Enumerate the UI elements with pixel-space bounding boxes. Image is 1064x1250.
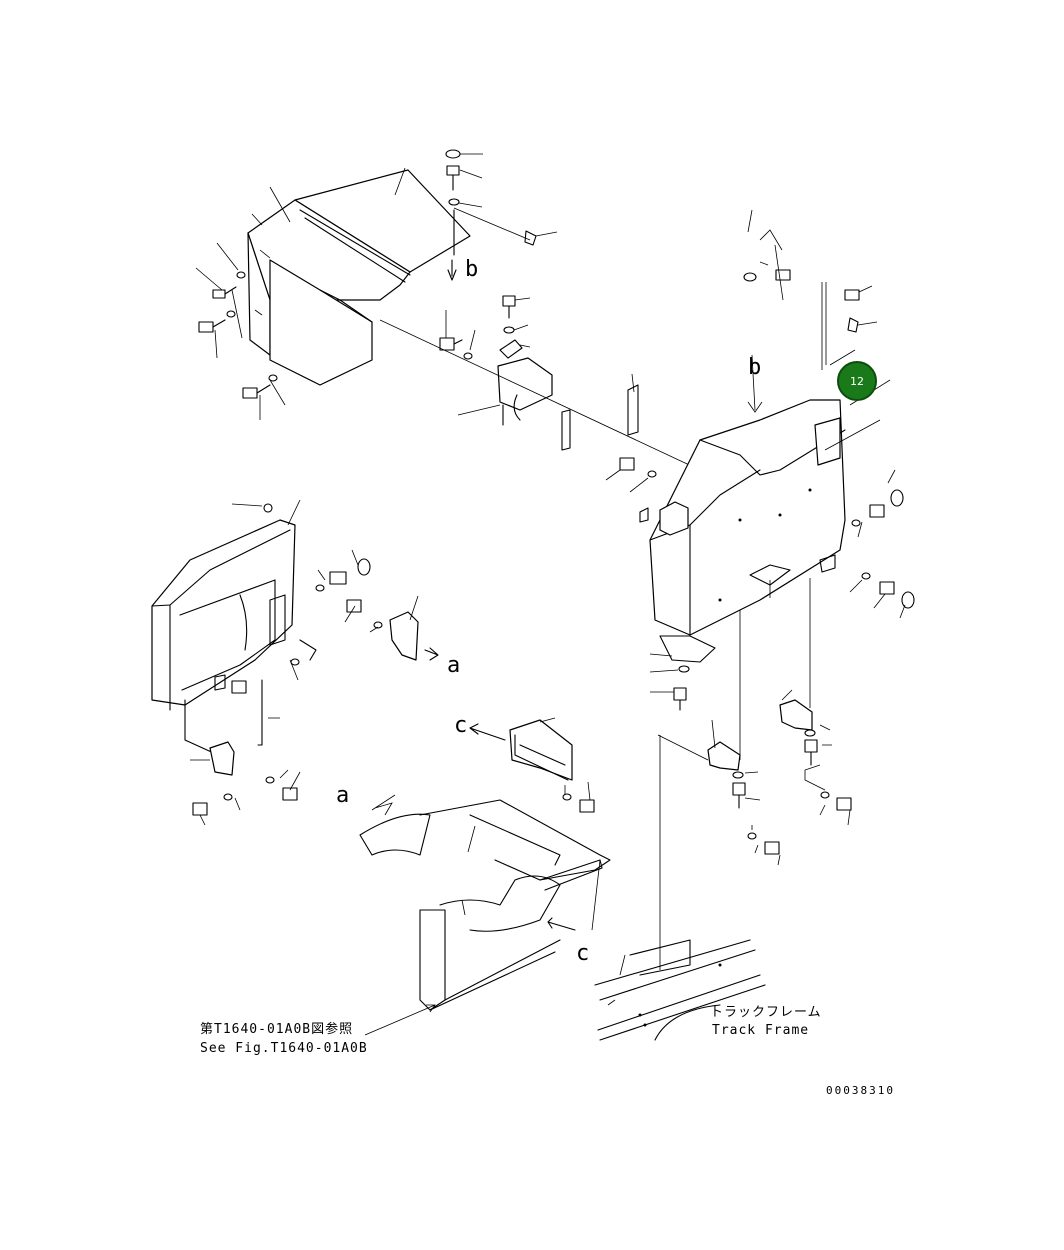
callout-badge[interactable]: 12	[837, 361, 877, 401]
callout-number[interactable]: 12	[850, 375, 864, 388]
track-frame-structure	[359, 794, 611, 1011]
reference-note-en: See Fig.T1640-01A0B	[200, 1041, 368, 1056]
center-bracket	[439, 310, 639, 451]
top-left-cover-assembly	[195, 167, 471, 420]
view-label-c-frame: c	[576, 941, 589, 966]
left-hardware	[190, 549, 439, 826]
reference-note-jp: 第T1640-01A0B図参照	[200, 1021, 353, 1037]
right-lower-brackets	[657, 578, 852, 970]
track-frame-label-jp: トラックフレーム	[710, 1005, 822, 1020]
track-frame-rail	[594, 939, 766, 1041]
right-main-cover	[649, 229, 891, 663]
figure-number: 00038310	[826, 1084, 895, 1097]
callout-circle[interactable]	[837, 361, 877, 401]
view-label-c-bracket: c	[454, 713, 467, 738]
right-hardware	[605, 209, 915, 711]
center-bracket-c	[469, 717, 595, 813]
top-center-hardware	[445, 149, 558, 359]
reference-arrow	[364, 1004, 436, 1036]
track-frame-label-en: Track Frame	[712, 1023, 809, 1038]
view-label-a-left: a	[447, 653, 460, 678]
left-cover-assembly	[151, 499, 301, 756]
view-label-a-frame: a	[336, 783, 349, 808]
top-left-hardware	[198, 271, 278, 399]
view-label-b-right: b	[748, 355, 761, 380]
view-label-b-top: b	[465, 257, 478, 282]
